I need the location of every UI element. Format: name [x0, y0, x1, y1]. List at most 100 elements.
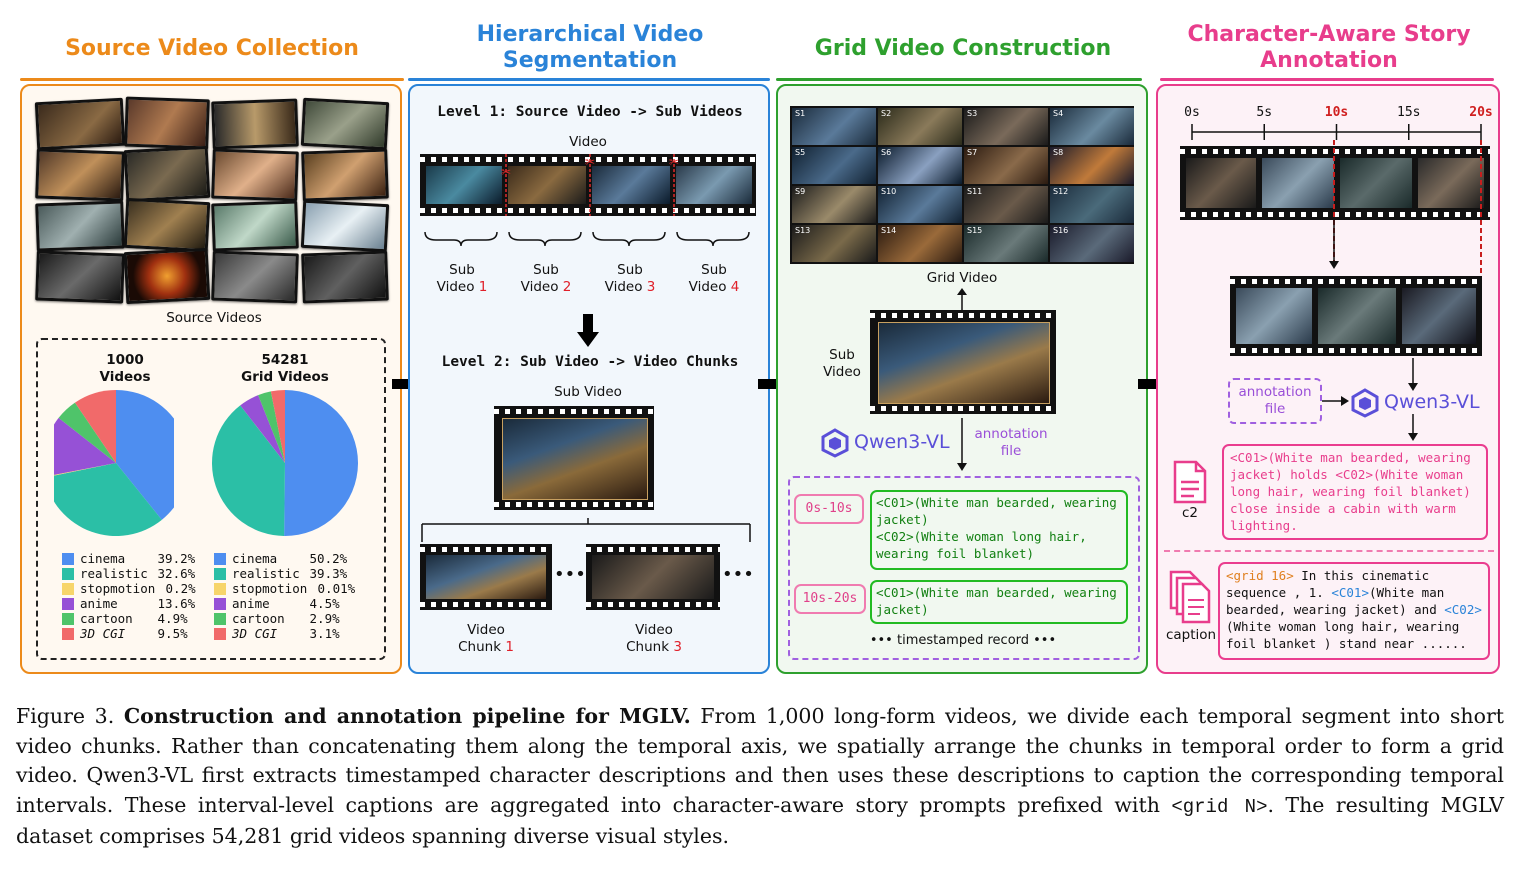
grid-cell-label: S6 — [881, 148, 892, 157]
timeline-tick-label: 20s — [1469, 105, 1492, 120]
sub-video-braces — [424, 231, 750, 247]
legend-swatch — [214, 568, 226, 580]
source-thumb — [123, 145, 211, 203]
pie-slice-stopmotion — [240, 405, 285, 463]
timeline-tick-label: 5s — [1256, 105, 1272, 120]
figure-caption-body-1: From 1,000 long-form videos, we divide e… — [16, 704, 1504, 817]
chunk-ellipsis: ••• — [554, 564, 586, 585]
figure-caption: Figure 3. Construction and annotation pi… — [16, 702, 1504, 852]
grid-cell-s4: S4 — [1050, 108, 1134, 145]
segmentation-title-line1: Hierarchical Video — [476, 22, 704, 47]
legend-swatch — [62, 613, 74, 625]
pie-left-label: Videos — [99, 369, 151, 385]
annotation-file-line2: file — [1264, 401, 1286, 417]
annotation-title-line1: Character-Aware Story — [1187, 22, 1471, 47]
pie-slice-cartoon — [58, 402, 116, 463]
source-thumb — [123, 197, 211, 253]
legend-swatch — [62, 628, 74, 640]
grid-cell-label: S3 — [967, 109, 978, 118]
caption-part-3: (White woman long hair, wearing foil bla… — [1226, 619, 1467, 651]
pie-left-chart — [54, 390, 174, 536]
stacked-documents-icon — [1169, 570, 1211, 624]
legend-swatch — [214, 583, 226, 595]
arrow-to-grid-video — [957, 288, 967, 310]
legend-category: cinema — [80, 551, 126, 566]
legend-value: 0.01% — [310, 581, 356, 596]
pie-right-title: 54281 Grid Videos — [225, 352, 345, 386]
grid-annotation-line1: annotation — [974, 426, 1048, 442]
annotation-records-box — [788, 476, 1140, 660]
legend-category: cinema — [232, 551, 278, 566]
caption-c01-tag: <C01> — [1331, 585, 1369, 600]
source-title-underline — [20, 78, 404, 81]
segmentation-title-underline — [408, 78, 770, 81]
legend-swatch — [214, 628, 226, 640]
chunk-bracket — [421, 518, 751, 542]
source-thumb — [300, 97, 390, 151]
pie-slice-3d-cgi — [74, 390, 116, 463]
grid-cell-s1: S1 — [792, 108, 876, 145]
legend-entry-cinema: cinema 39.2% — [62, 551, 195, 566]
grid-title-underline — [776, 78, 1142, 81]
grid-sub-video-line2: Video — [823, 364, 861, 380]
c2-text-box: <C01>(White man bearded, wearing jacket)… — [1222, 444, 1488, 540]
grid-cell-label: S9 — [795, 187, 806, 196]
grid-cell-label: S12 — [1053, 187, 1069, 196]
annotation-file-box — [1228, 378, 1322, 424]
annotation-model-name: Qwen3-VL — [1384, 391, 1480, 413]
caption-c02-tag: <C02> — [1444, 602, 1482, 617]
grid-cell-label: S4 — [1053, 109, 1064, 118]
caption-part-1: In this cinematic sequence , 1. — [1226, 568, 1430, 600]
legend-value: 9.5% — [150, 626, 188, 641]
grid-cell-label: S1 — [795, 109, 806, 118]
grid-sub-video-line1: Sub — [829, 347, 855, 363]
source-videos-label: Source Videos — [166, 310, 262, 326]
record-text-1: <C01>(White man bearded, wearing jacket)… — [870, 490, 1128, 570]
legend-value: 50.2% — [302, 551, 348, 566]
segmentation-title-line2: Segmentation — [502, 48, 678, 73]
legend-entry-stopmotion: stopmotion 0.2% — [62, 581, 196, 596]
grid-video-label: Grid Video — [926, 270, 998, 286]
source-thumb — [124, 96, 210, 150]
grid-cell-label: S15 — [967, 226, 983, 235]
legend-entry-3d-cgi: 3D CGI 9.5% — [62, 626, 188, 641]
pie-slice-3d-cgi — [270, 390, 285, 463]
stats-dashed-box — [36, 338, 386, 660]
pie-right-label: Grid Videos — [241, 369, 329, 385]
grid-cell-label: S2 — [881, 109, 892, 118]
source-thumb — [301, 250, 389, 304]
grid-cell-s7: S7 — [964, 147, 1048, 184]
legend-category: anime — [80, 596, 118, 611]
legend-swatch — [214, 613, 226, 625]
source-thumb — [35, 200, 125, 252]
arrow-model-to-c2 — [1408, 414, 1418, 441]
arrow-clip-to-model — [1408, 358, 1418, 391]
video-filmstrip — [420, 154, 756, 216]
annotation-file-label: annotation file — [1230, 384, 1320, 418]
pie-slice-cinema — [284, 390, 359, 536]
source-thumb — [301, 148, 389, 202]
timeline-tick-label: 0s — [1184, 105, 1200, 120]
grid-cell-s13: S13 — [792, 225, 876, 262]
annotation-title-underline — [1160, 78, 1494, 81]
svg-text:✂: ✂ — [669, 155, 679, 169]
legend-entry-realistic: realistic 39.3% — [214, 566, 347, 581]
source-thumb — [35, 250, 125, 304]
legend-category: 3D CGI — [232, 626, 278, 641]
legend-value: 3.1% — [302, 626, 340, 641]
grid-cell-label: S16 — [1053, 226, 1069, 235]
grid-cell-s5: S5 — [792, 147, 876, 184]
legend-swatch — [62, 568, 74, 580]
pie-slice-cinema — [116, 390, 174, 520]
grid-cell-s11: S11 — [964, 186, 1048, 223]
level2-label: Level 2: Sub Video -> Video Chunks — [441, 354, 739, 370]
arrow-to-annotation-file — [957, 418, 967, 471]
video-chunk-1-frame — [420, 544, 552, 610]
grid-cell-s3: S3 — [964, 108, 1048, 145]
source-thumb — [35, 148, 125, 202]
legend-category: stopmotion — [80, 581, 156, 596]
source-thumb — [300, 199, 390, 253]
